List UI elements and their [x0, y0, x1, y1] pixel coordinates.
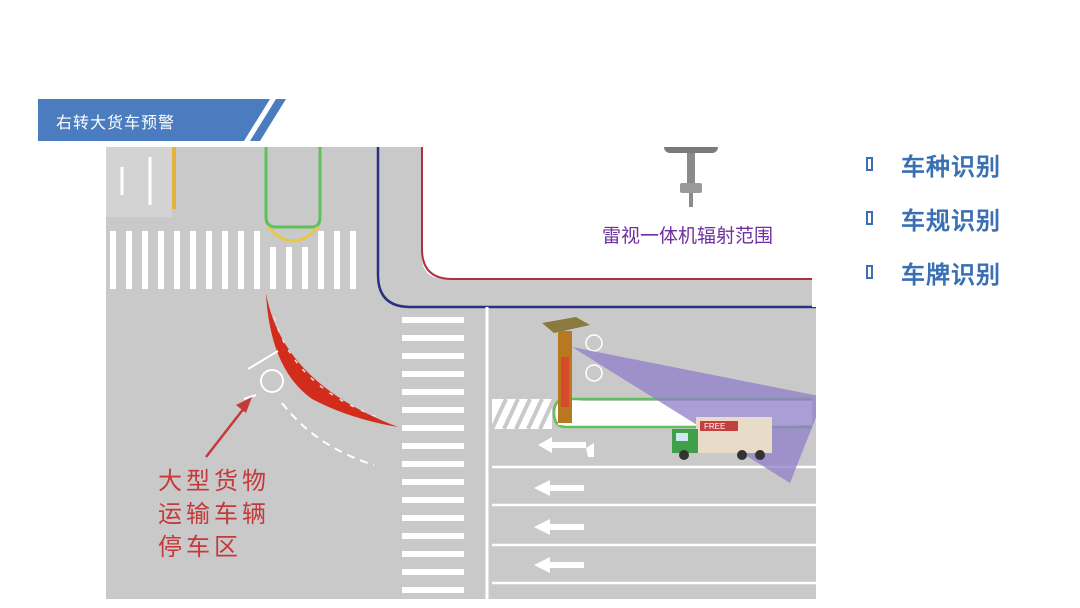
right-turn-zone: [266, 293, 398, 427]
side-crosswalk: [402, 317, 464, 593]
parking-label-line-2: 运输车辆: [158, 500, 270, 528]
radar-coverage-label: 雷视一体机辐射范围: [602, 225, 774, 247]
banner-title: 右转大货车预警: [56, 113, 176, 132]
feature-label: 车牌识别: [901, 260, 1001, 289]
feature-item-license-plate: 车牌识别: [866, 254, 1001, 290]
intersection-diagram: FREE 雷视一体机辐射范围 大型货物 运输车辆 停车区: [106, 147, 816, 599]
feature-list: 车种识别 车规识别 车牌识别: [866, 146, 1001, 308]
radar-camera-icon: [664, 147, 718, 207]
feature-label: 车规识别: [901, 206, 1001, 235]
truck-icon: [672, 417, 772, 460]
banner-shape: [38, 99, 286, 141]
sensor-pole-icon: [542, 317, 603, 423]
parking-label-line-3: 停车区: [158, 533, 242, 561]
feature-item-vehicle-type: 车种识别: [866, 146, 1001, 182]
section-banner: 右转大货车预警: [38, 99, 286, 141]
lane-arrows: [534, 437, 594, 573]
feature-item-vehicle-size: 车规识别: [866, 200, 1001, 236]
top-crosswalk: [110, 231, 356, 289]
intersection-drawing: FREE: [106, 147, 816, 599]
feature-label: 车种识别: [901, 152, 1001, 181]
bullet-icon: [866, 265, 873, 279]
parking-label-line-1: 大型货物: [158, 467, 270, 495]
bullet-icon: [866, 157, 873, 171]
bullet-icon: [866, 211, 873, 225]
truck-parking-label: 大型货物 运输车辆 停车区: [158, 465, 270, 564]
truck-text: FREE: [704, 422, 725, 431]
